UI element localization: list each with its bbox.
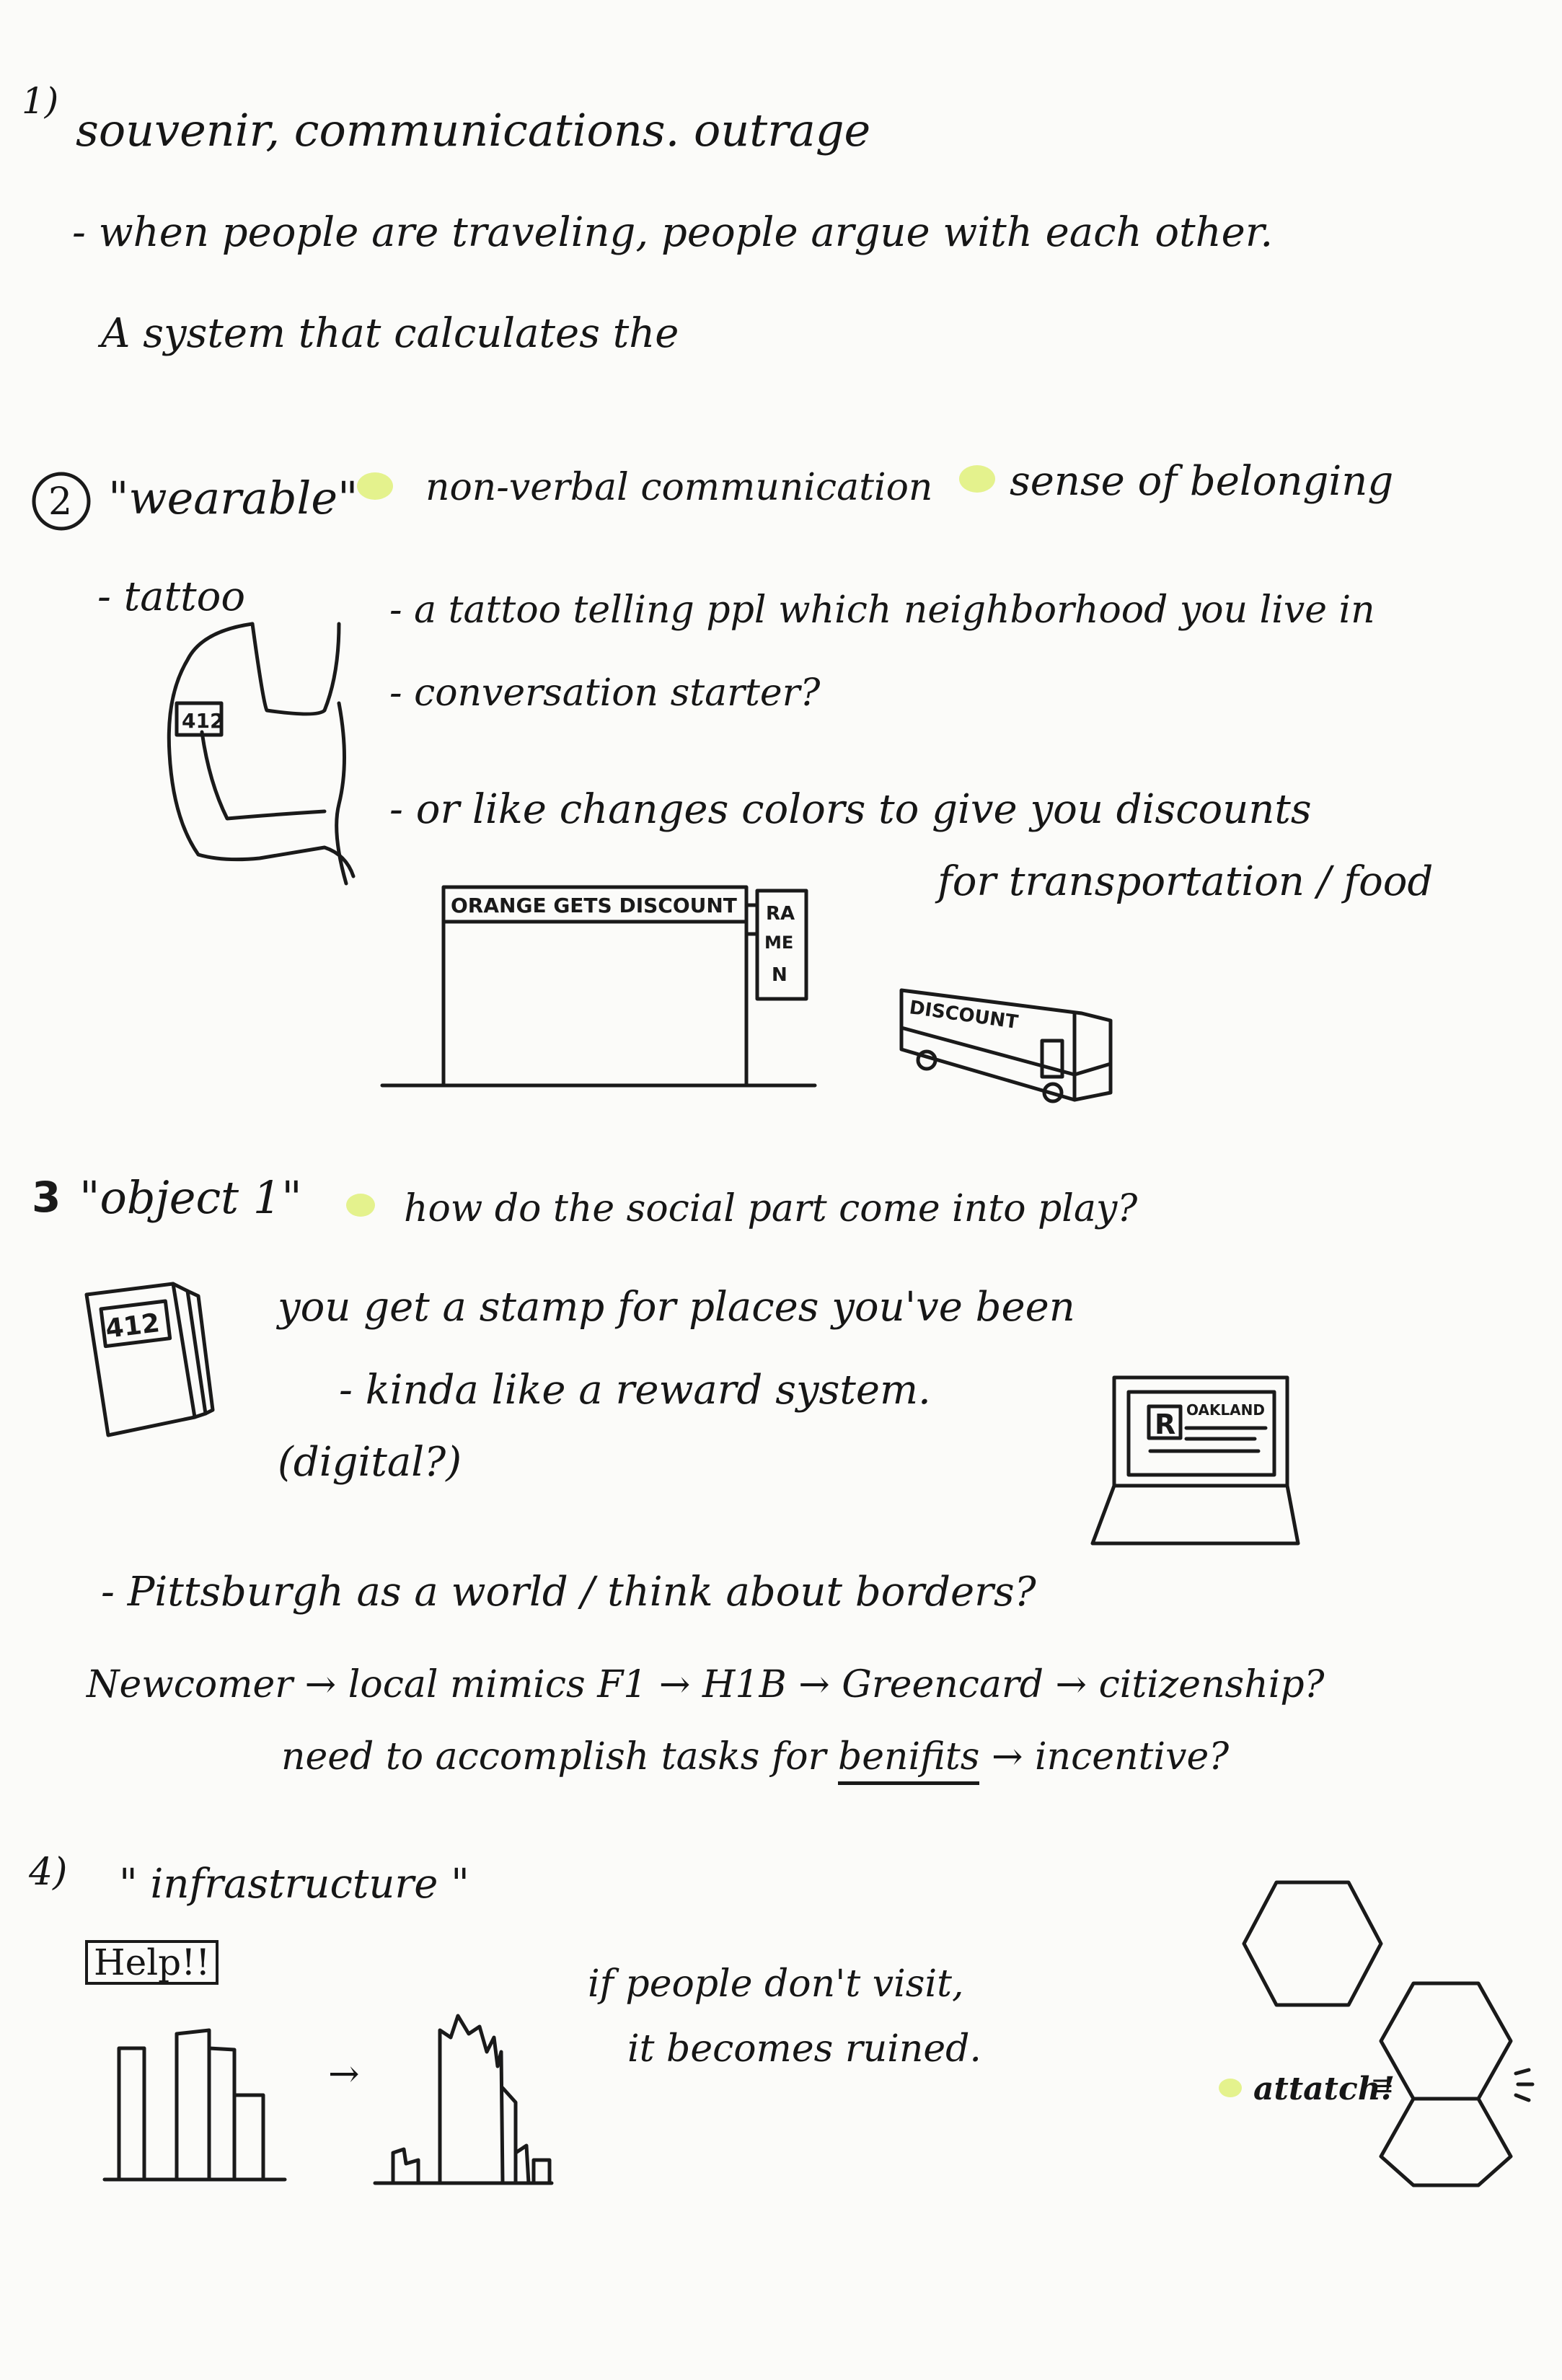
highlight-dot-icon bbox=[357, 472, 393, 500]
intact-buildings-sketch bbox=[102, 2028, 287, 2182]
passport-sketch: 412 bbox=[84, 1282, 215, 1437]
svg-text:R: R bbox=[1155, 1409, 1175, 1440]
laptop-label: OAKLAND bbox=[1186, 1401, 1265, 1419]
laptop-sketch: R OAKLAND bbox=[1090, 1375, 1300, 1546]
tattoo-label: 412 bbox=[182, 709, 224, 733]
section-2-number: 2 bbox=[48, 480, 73, 524]
section-1-number: 1) bbox=[22, 80, 59, 122]
help-sign: Help!! bbox=[85, 1940, 219, 1985]
section-2-circle-icon bbox=[32, 472, 91, 531]
section-1-line-2: A system that calculates the bbox=[101, 310, 679, 357]
passport-label: 412 bbox=[104, 1308, 162, 1344]
attach-label: attatch! bbox=[1253, 2071, 1395, 2107]
section-2-tag-1: non-verbal communication bbox=[425, 466, 933, 509]
svg-text:ME: ME bbox=[764, 933, 793, 953]
highlight-dot-icon bbox=[346, 1194, 375, 1217]
section-3-line-3: (digital?) bbox=[278, 1439, 462, 1486]
section-4-line-1: if people don't visit, bbox=[588, 1962, 964, 2006]
section-3-title: "object 1" bbox=[79, 1171, 302, 1224]
svg-text:3: 3 bbox=[32, 1173, 61, 1222]
line-6-suffix: → incentive? bbox=[991, 1735, 1230, 1779]
tattoo-arm-sketch: 412 bbox=[167, 622, 356, 886]
section-4-title: " infrastructure " bbox=[119, 1861, 469, 1908]
section-1-line-1: - when people are traveling, people argu… bbox=[72, 209, 1274, 256]
section-2-bullet-3a: - or like changes colors to give you dis… bbox=[389, 786, 1312, 833]
section-2-bullet-1: - a tattoo telling ppl which neighborhoo… bbox=[389, 589, 1375, 632]
benefits-underlined: benifits bbox=[837, 1735, 980, 1785]
storefront-sketch: ORANGE GETS DISCOUNT RA ME N bbox=[380, 885, 817, 1088]
section-2-subheading: - tattoo bbox=[97, 573, 246, 620]
section-3-line-2: - kinda like a reward system. bbox=[339, 1367, 931, 1414]
shop-sign: ORANGE GETS DISCOUNT bbox=[451, 894, 737, 917]
section-1-heading: souvenir, communications. outrage bbox=[76, 104, 871, 157]
section-2-title: "wearable" bbox=[108, 472, 358, 524]
ruined-buildings-sketch bbox=[373, 2014, 554, 2185]
line-6-prefix: need to accomplish tasks for bbox=[281, 1735, 826, 1779]
svg-text:RA: RA bbox=[766, 903, 795, 925]
arrow-icon: → bbox=[328, 2053, 360, 2096]
hexagon-tiles-sketch bbox=[1242, 1880, 1535, 2187]
section-3-number-icon: 3 bbox=[32, 1173, 61, 1222]
section-2-bullet-2: - conversation starter? bbox=[389, 671, 821, 715]
highlight-dot-icon bbox=[959, 465, 995, 493]
section-3-line-4: - Pittsburgh as a world / think about bo… bbox=[101, 1569, 1036, 1616]
section-3-tag: how do the social part come into play? bbox=[404, 1187, 1138, 1230]
highlight-dot-icon bbox=[1219, 2079, 1242, 2097]
section-2-bullet-3b: for transportation / food bbox=[937, 858, 1434, 905]
section-4-number: 4) bbox=[29, 1851, 68, 1894]
section-2-tag-2: sense of belonging bbox=[1010, 458, 1394, 505]
motion-lines-icon: ≡ bbox=[1370, 2069, 1395, 2102]
section-4-line-2: it becomes ruined. bbox=[627, 2027, 981, 2071]
section-3-line-6: need to accomplish tasks for benifits → … bbox=[281, 1735, 1230, 1785]
svg-text:N: N bbox=[772, 964, 787, 986]
section-3-line-1: you get a stamp for places you've been bbox=[278, 1284, 1075, 1331]
section-3-line-5: Newcomer → local mimics F1 → H1B → Green… bbox=[87, 1663, 1325, 1706]
discount-bus-sketch: DISCOUNT bbox=[899, 988, 1113, 1103]
